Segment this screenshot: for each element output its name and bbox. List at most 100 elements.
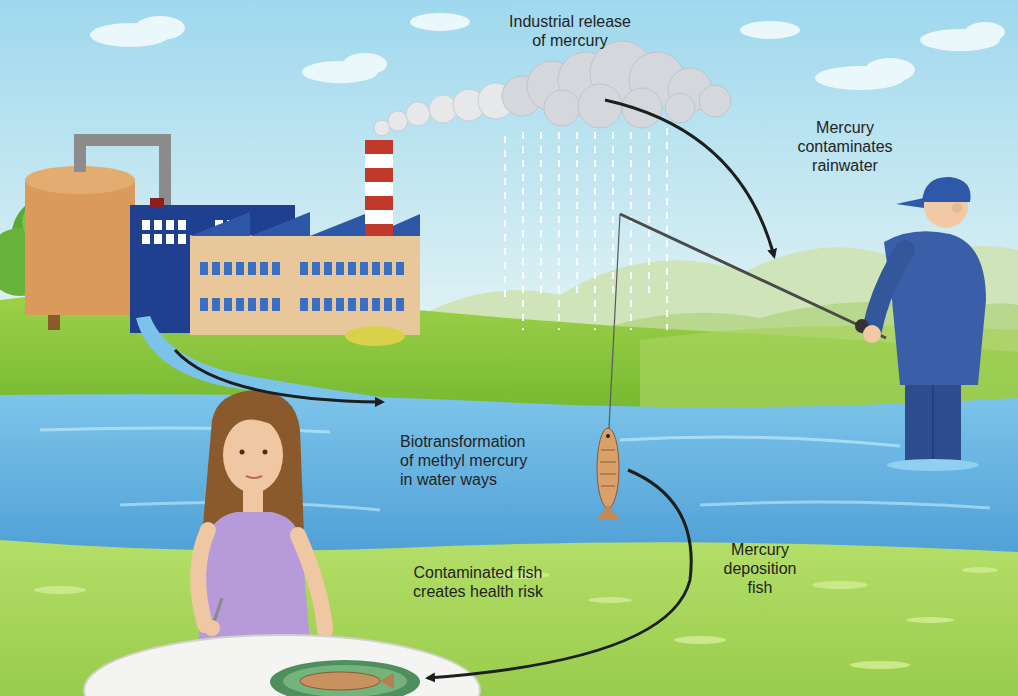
rain [576,132,578,300]
factory [324,262,332,275]
smoke [429,95,457,123]
rain [594,132,596,330]
fishing-rod [609,214,886,428]
factory [336,298,344,311]
factory [142,220,150,230]
flow-arrow [175,350,382,402]
chimney [365,196,393,210]
river [0,394,1018,560]
factory [142,234,150,244]
factory [384,298,392,311]
factory [200,262,208,275]
factory [154,220,162,230]
woman [225,414,282,440]
factory [224,262,232,275]
factory [360,298,368,311]
river [0,394,1018,560]
fisherman [887,459,979,471]
fishing-rod [620,214,886,338]
sky-cloud [343,53,387,75]
fisherman [872,177,986,471]
woman [298,535,325,630]
caught-fish [606,434,610,438]
woman [246,476,262,478]
chimney [365,140,393,154]
smoke [388,111,408,131]
rain [666,128,668,330]
grass [34,586,86,594]
rain [522,132,524,330]
rain [648,132,650,300]
table [283,665,407,696]
smoke [374,83,514,136]
factory [348,298,356,311]
flow-arrow [605,100,774,256]
table [300,672,380,690]
mercury-cloud [578,84,622,128]
river [700,502,990,508]
factory [236,298,244,311]
table [84,635,480,696]
factory [80,140,165,210]
step-label: Industrial release of mercury [505,12,635,50]
factory [248,298,256,311]
factory [154,234,162,244]
fisherman [952,203,962,213]
rain [630,132,632,330]
sky-cloud [865,58,915,82]
woman [198,390,325,642]
mercury-cloud [665,93,695,123]
sky [0,0,1018,430]
factory [236,262,244,275]
grass [906,617,954,623]
flow-arrow [175,100,774,678]
river [620,437,900,446]
grass [962,567,998,573]
factory [250,212,310,236]
factory [190,235,420,335]
step-label: Biotransformation of methyl mercury in w… [400,432,540,489]
woman [204,620,220,636]
factory [300,262,308,275]
smoke [406,102,430,126]
factory [345,326,405,346]
factory [372,262,380,275]
rain [612,132,614,300]
factory [25,180,135,315]
caught-fish [600,450,616,486]
step-label: Mercury deposition fish [715,540,805,597]
fisherman [872,250,905,330]
fisherman [896,198,924,208]
woman [198,530,208,625]
mercury-cloud [544,90,580,126]
factory [150,198,164,208]
factory [166,220,174,230]
table [84,635,480,696]
rain [504,136,506,300]
sky-cloud [740,21,800,39]
factory [260,262,268,275]
factory [25,140,420,346]
chimney [365,140,393,236]
grass [812,581,868,589]
mercury-cloud [622,88,662,128]
step-label: Contaminated fish creates health risk [393,563,563,601]
factory [212,262,220,275]
caught-fish [596,428,620,520]
mercury-cloud [502,41,731,128]
sky-cloud [135,16,185,40]
rain [540,132,542,300]
factory [200,262,404,311]
caught-fish [597,428,619,508]
factory [312,298,320,311]
factory [300,298,308,311]
factory [178,220,186,230]
chimney [365,224,393,236]
factory [224,298,232,311]
factory [324,298,332,311]
factory [260,298,268,311]
factory [272,262,280,275]
mercury-cloud [699,85,731,117]
fisherman [922,177,971,202]
factory [212,298,220,311]
